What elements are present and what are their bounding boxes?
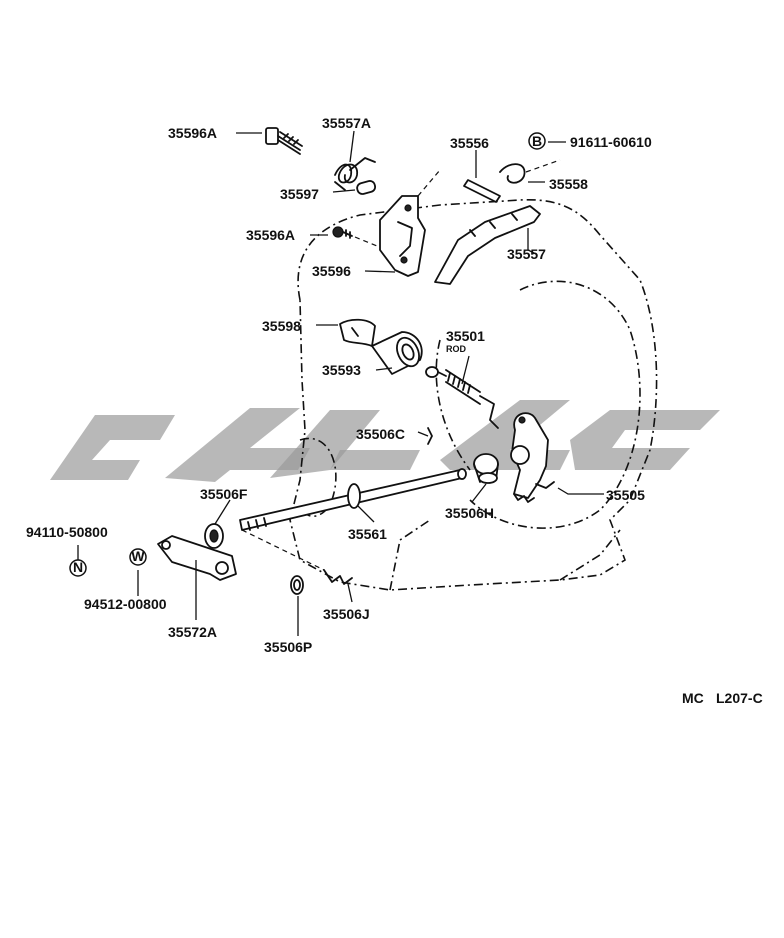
shaft-35561: [239, 468, 467, 531]
label-35561: 35561: [348, 526, 387, 542]
symbol-b-letter: B: [532, 133, 542, 149]
symbol-n-letter: N: [73, 559, 83, 575]
label-94110-50800: 94110-50800: [26, 524, 108, 540]
lever-35557: [434, 205, 541, 285]
label-35506j: 35506J: [323, 606, 370, 622]
label-35598: 35598: [262, 318, 301, 334]
symbol-w: W: [129, 548, 147, 566]
label-35572a: 35572A: [168, 624, 217, 640]
clip-35558: [499, 159, 561, 184]
label-91611-60610: 91611-60610: [570, 134, 652, 150]
bushing-35506h: [473, 453, 499, 484]
bracket-35598: [339, 318, 376, 347]
label-35596a-top: 35596A: [168, 125, 217, 141]
label-35593: 35593: [322, 362, 361, 378]
pin-35556: [463, 179, 501, 203]
label-35501: 35501: [446, 328, 485, 344]
label-35596a-mid: 35596A: [246, 227, 295, 243]
clip-35506j: [241, 529, 353, 585]
code-prefix: MC: [682, 690, 704, 706]
label-35557a: 35557A: [322, 115, 371, 131]
lever-35572a: [157, 535, 237, 581]
pin-35597: [356, 180, 377, 195]
label-35506h: 35506H: [445, 505, 494, 521]
symbol-b: B: [528, 132, 546, 150]
label-35506p: 35506P: [264, 639, 312, 655]
clip-35506c: [427, 427, 433, 445]
label-35557: 35557: [507, 246, 546, 262]
label-35558: 35558: [549, 176, 588, 192]
part-labels: 35596A 35557A 35556 91611-60610 35558 35…: [26, 115, 652, 655]
spring-35557a: [334, 157, 376, 191]
label-35506c: 35506C: [356, 426, 405, 442]
label-35597: 35597: [280, 186, 319, 202]
lever-35505: [510, 412, 555, 503]
label-35556: 35556: [450, 135, 489, 151]
label-35506f: 35506F: [200, 486, 248, 502]
label-rod: ROD: [446, 344, 467, 354]
cylinder-35593: [371, 331, 423, 375]
seal-35506f: [204, 523, 224, 549]
label-94512-00800: 94512-00800: [84, 596, 167, 612]
bolt-35596a-top: [265, 127, 303, 155]
o-ring-35506p: [290, 575, 304, 595]
symbol-n: N: [69, 559, 87, 577]
bolt-35596a-mid: [332, 226, 383, 249]
symbol-w-letter: W: [131, 548, 145, 564]
bracket-35596: [379, 169, 441, 277]
rod-35501: [425, 366, 499, 429]
label-35505: 35505: [606, 487, 645, 503]
watermark: [50, 400, 720, 482]
code-value: L207-C: [716, 690, 763, 706]
diagram-code: MC L207-C: [682, 690, 763, 706]
leader-lines: [77, 130, 604, 636]
label-35596: 35596: [312, 263, 351, 279]
transmission-housing: [289, 199, 658, 591]
